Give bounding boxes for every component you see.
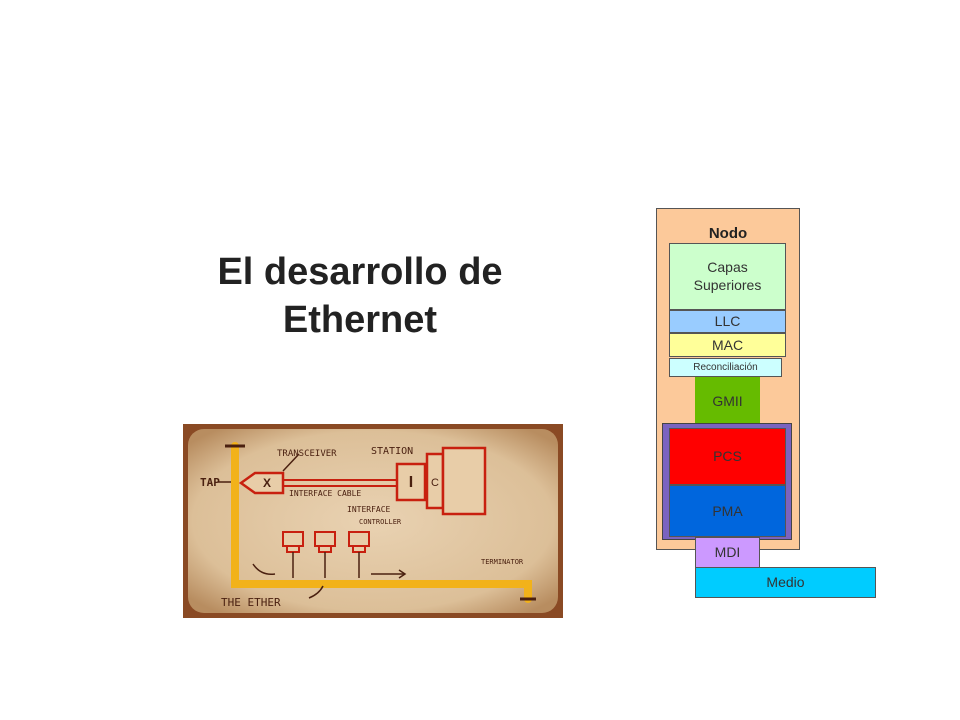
upper-layers-line-2: Superiores: [693, 277, 762, 293]
ethernet-sketch: X I C TRANSCEIVER STATION TAP INTERFACE …: [183, 424, 563, 618]
gmii-interface: GMII: [695, 377, 760, 428]
interface-controller-box: [395, 462, 427, 502]
small-station-1: [282, 531, 304, 547]
small-station-1-base: [286, 545, 300, 553]
arrow-right-head: [398, 569, 407, 579]
pcs-layer: PCS: [669, 428, 786, 485]
title-line-2: Ethernet: [282, 299, 438, 341]
station-c: C: [431, 477, 439, 489]
mdi-interface: MDI: [695, 537, 760, 568]
controller-i: I: [409, 474, 413, 491]
node-label: Nodo: [708, 225, 748, 242]
small-station-2: [314, 531, 336, 547]
label-station: STATION: [371, 446, 413, 457]
label-terminator: TERMINATOR: [481, 558, 524, 566]
small-station-3: [348, 531, 370, 547]
upper-layers-block: Capas Superiores: [669, 243, 786, 310]
ether-cable: [231, 442, 532, 603]
ether-pointer: [308, 585, 324, 599]
small-station-3-base: [352, 545, 366, 553]
label-the-ether: THE ETHER: [221, 596, 281, 609]
curve-arrow-left: [252, 563, 276, 576]
label-interface: INTERFACE: [347, 505, 391, 514]
upper-layers-line-1: Capas: [707, 259, 748, 275]
mac-layer: MAC: [669, 333, 786, 357]
small-station-2-base: [318, 545, 332, 553]
label-transceiver: TRANSCEIVER: [277, 449, 337, 459]
page-title: El desarrollo de Ethernet: [170, 248, 550, 344]
transceiver-pointer: [282, 453, 300, 472]
station-box: [441, 446, 487, 516]
label-controller: CONTROLLER: [359, 518, 402, 526]
medium-layer: Medio: [695, 567, 876, 598]
llc-layer: LLC: [669, 310, 786, 333]
pma-layer: PMA: [669, 485, 786, 537]
transceiver-box: [238, 471, 285, 495]
title-line-1: El desarrollo de: [217, 251, 503, 293]
reconciliation-layer: Reconciliación: [669, 358, 782, 377]
label-tap: TAP: [200, 476, 220, 489]
label-interface-cable: INTERFACE CABLE: [289, 489, 361, 498]
transceiver-x: X: [263, 476, 271, 490]
